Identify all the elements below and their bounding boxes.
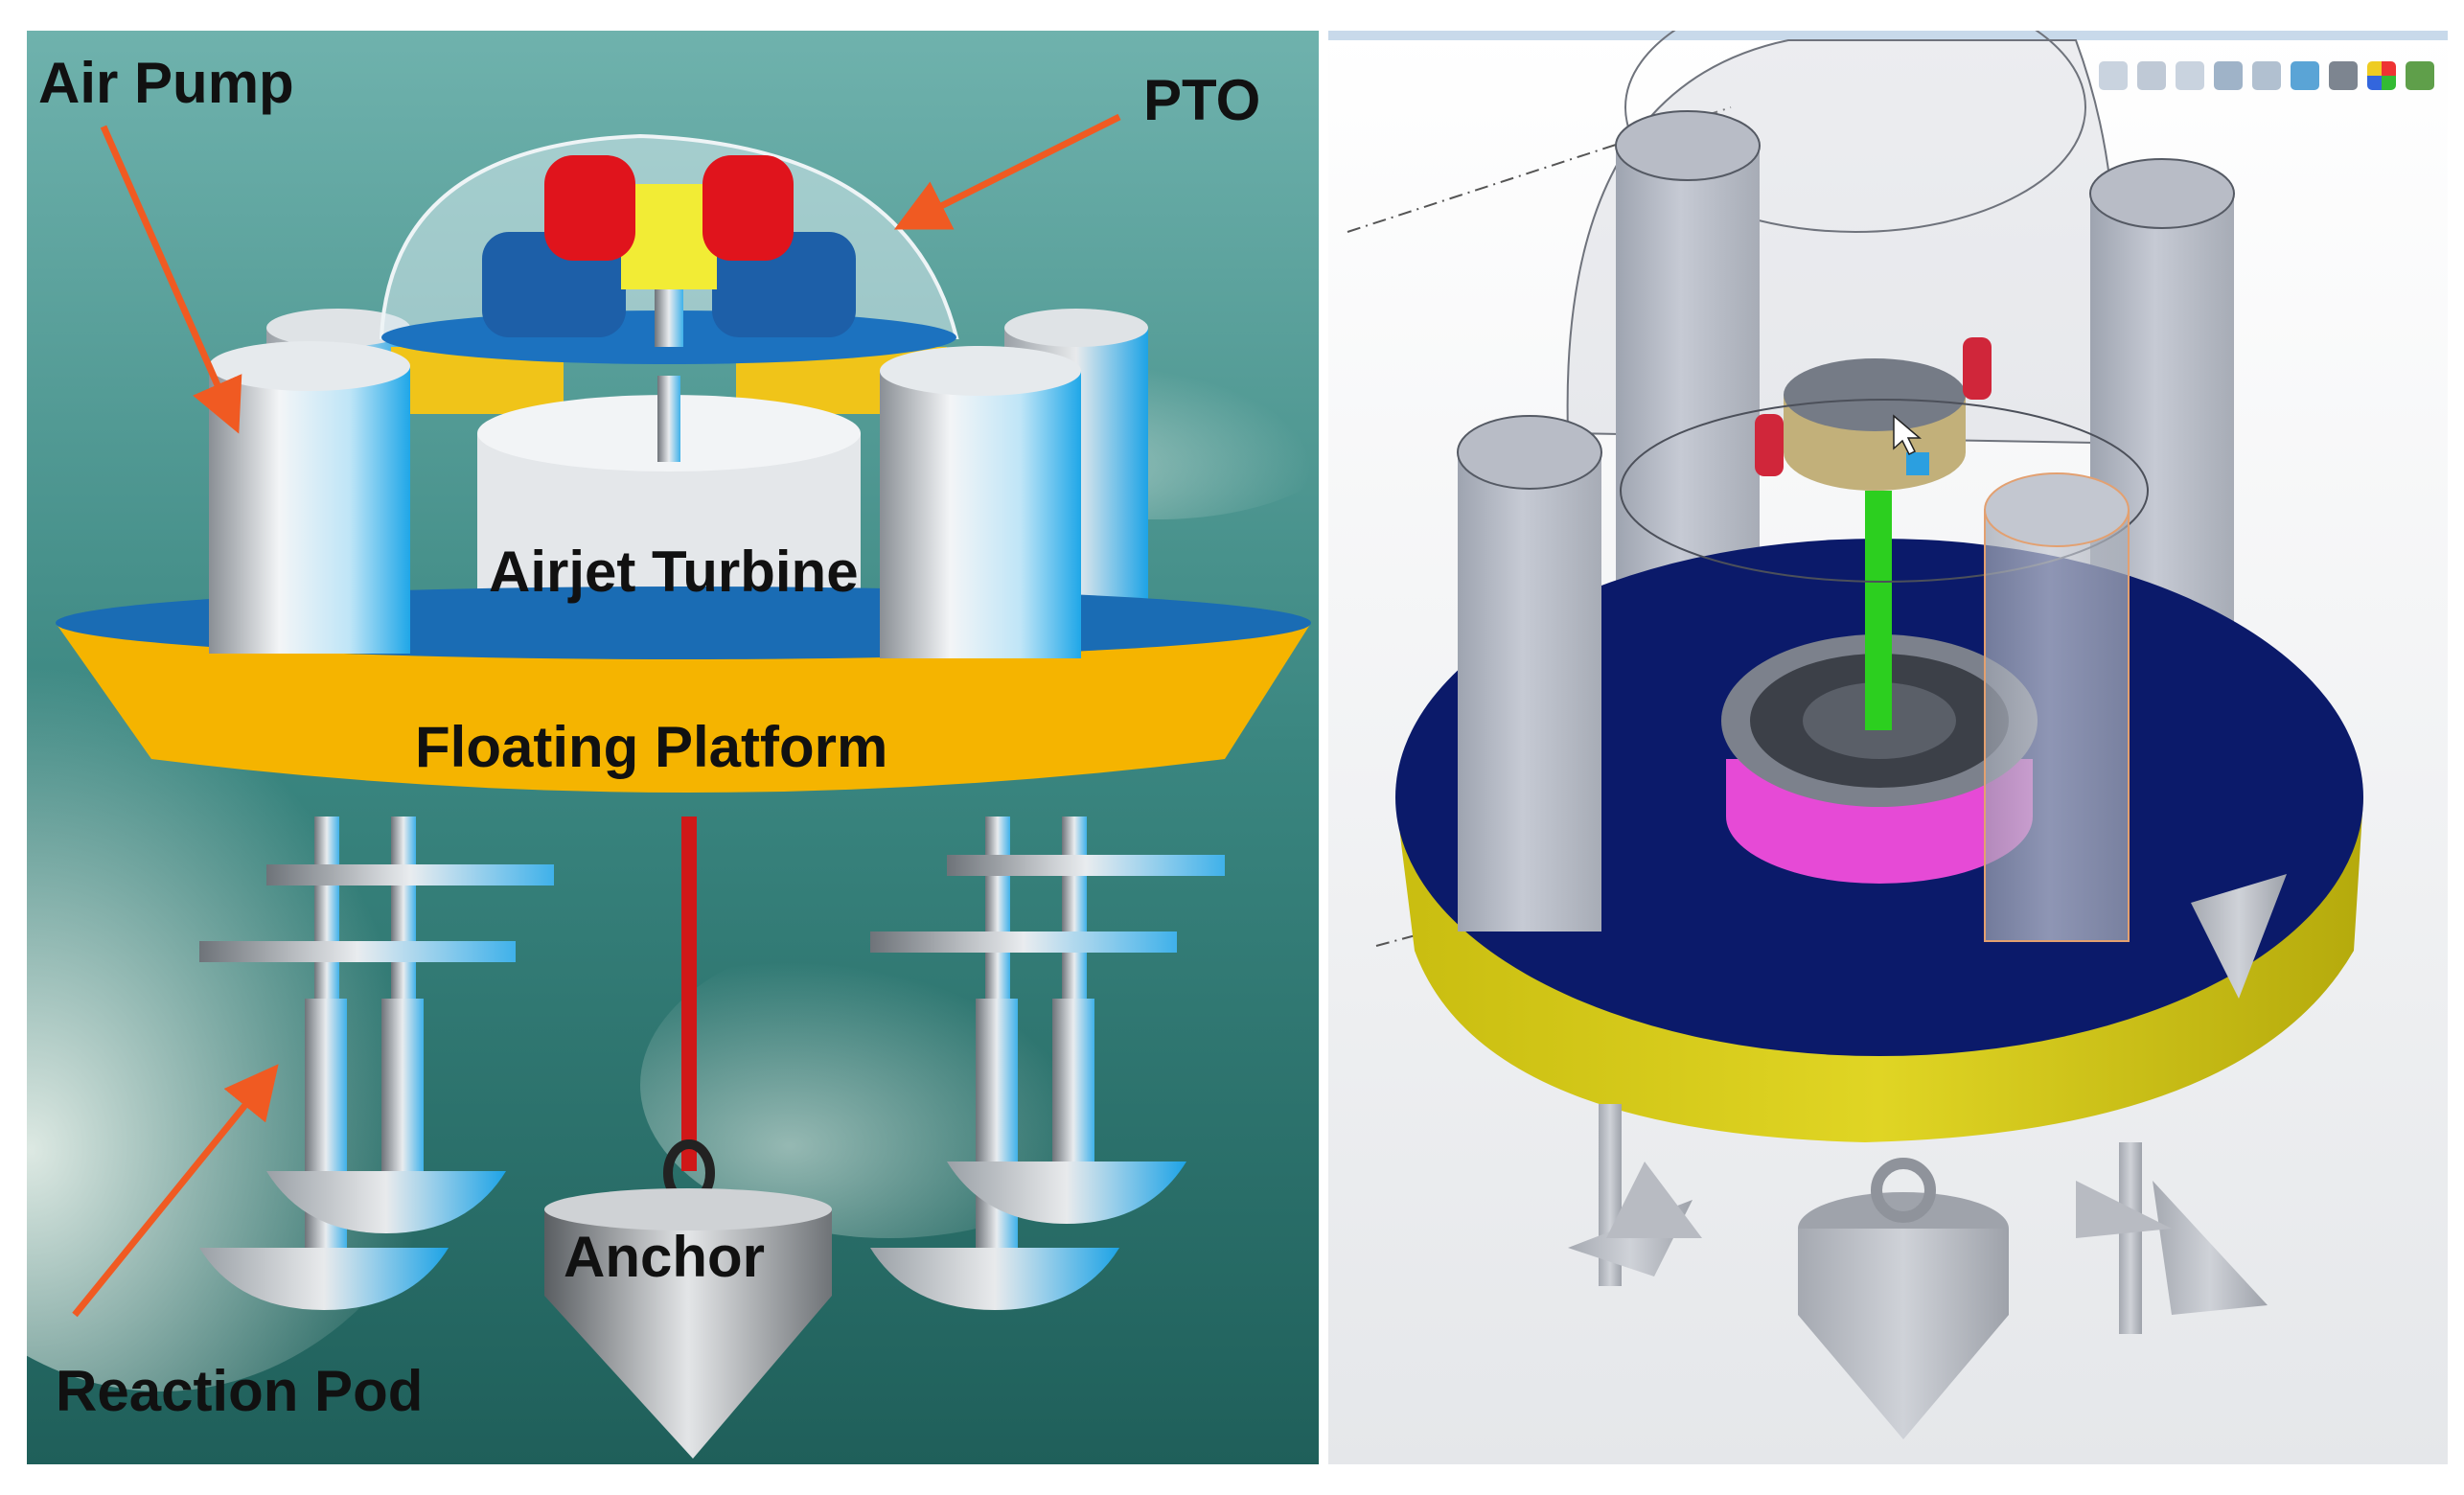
cad-model xyxy=(1328,31,2448,1464)
pod-piston xyxy=(381,999,424,1200)
cad-air-pump-front-right xyxy=(1984,509,2130,942)
pto-rotor xyxy=(621,184,717,289)
air-pump-pointer-arrow xyxy=(100,125,242,434)
pto-magnet-right xyxy=(702,155,794,261)
pod-crossbar xyxy=(266,864,554,886)
zoom-to-fit-icon[interactable] xyxy=(2099,61,2128,90)
display-style-icon[interactable] xyxy=(2291,61,2319,90)
zoom-area-icon[interactable] xyxy=(2137,61,2166,90)
air-pump-front-right xyxy=(880,371,1081,658)
reaction-pod-assembly-left xyxy=(199,816,554,1310)
view-toolbar xyxy=(2099,61,2434,90)
cad-dome-edge xyxy=(1624,31,2086,233)
pod-crossbar xyxy=(199,941,516,962)
reaction-pod-plate xyxy=(199,1248,449,1310)
cad-generator-top xyxy=(1784,358,1966,431)
airjet-turbine-label: Airjet Turbine xyxy=(489,540,859,604)
floating-platform-label: Floating Platform xyxy=(415,715,888,779)
reaction-pod-plate xyxy=(870,1248,1119,1310)
pump-link-left xyxy=(391,347,564,414)
concept-illustration-panel: Air Pump PTO Airjet Turbine Floating Pla… xyxy=(27,31,1319,1464)
reaction-pod-label: Reaction Pod xyxy=(56,1359,424,1423)
cad-fin xyxy=(2153,1181,2268,1315)
mooring-line xyxy=(681,816,697,1171)
air-pump-front-right-top xyxy=(880,346,1081,396)
appearance-icon[interactable] xyxy=(2367,61,2396,90)
cad-air-pump-front-right-top xyxy=(1984,472,2130,547)
cad-selection-marker xyxy=(1906,452,1929,475)
pto-magnet-left xyxy=(544,155,635,261)
pto-shaft xyxy=(655,289,683,347)
cad-fin xyxy=(1606,1162,1702,1238)
air-pump-front-left-top xyxy=(209,341,410,391)
scene-icon[interactable] xyxy=(2406,61,2434,90)
pto-label: PTO xyxy=(1143,68,1261,132)
cad-leg xyxy=(2119,1142,2142,1334)
pto-pointer-arrow xyxy=(893,113,1121,230)
pod-piston xyxy=(1052,999,1094,1190)
floating-platform xyxy=(56,623,1311,793)
reaction-pod-pointer-arrow xyxy=(72,1064,279,1318)
cad-air-pump-back-right-top xyxy=(2089,158,2235,229)
section-view-icon[interactable] xyxy=(2214,61,2243,90)
viewport-top-bar xyxy=(1328,31,2448,40)
previous-view-icon[interactable] xyxy=(2176,61,2204,90)
cad-air-pump-back-left-top xyxy=(1615,110,1761,181)
reaction-pod-assembly-right xyxy=(870,816,1225,1310)
view-orientation-icon[interactable] xyxy=(2252,61,2281,90)
cad-fin xyxy=(2076,1181,2172,1238)
anchor-label: Anchor xyxy=(564,1225,765,1289)
cad-viewport-panel[interactable] xyxy=(1328,31,2448,1464)
air-pump-back-right-top xyxy=(1004,309,1148,347)
air-pump-front-left xyxy=(209,366,410,654)
cad-air-pump-front-left-top xyxy=(1457,415,1602,490)
reaction-pod-plate xyxy=(266,1171,506,1233)
anchor-top xyxy=(544,1188,832,1230)
pod-crossbar xyxy=(870,932,1177,953)
reaction-pod-plate xyxy=(947,1162,1186,1224)
hide-show-icon[interactable] xyxy=(2329,61,2358,90)
cad-anchor-shackle xyxy=(1871,1158,1936,1223)
cad-air-pump-front-left xyxy=(1458,452,1601,932)
cad-magnet-right xyxy=(1963,337,1992,400)
anchor xyxy=(544,1209,832,1459)
concept-illustration xyxy=(27,31,1319,1464)
pod-crossbar xyxy=(947,855,1225,876)
cad-anchor xyxy=(1798,1229,2009,1439)
mouse-cursor-icon xyxy=(1893,414,1923,456)
cad-fin xyxy=(2191,874,2287,999)
air-pump-label: Air Pump xyxy=(38,51,294,115)
turbine-shaft xyxy=(657,376,680,462)
cad-magnet-left xyxy=(1755,414,1784,476)
air-pump-back-left-top xyxy=(266,309,410,347)
cad-shaft xyxy=(1865,491,1892,730)
cad-guide-circle xyxy=(1620,399,2149,583)
